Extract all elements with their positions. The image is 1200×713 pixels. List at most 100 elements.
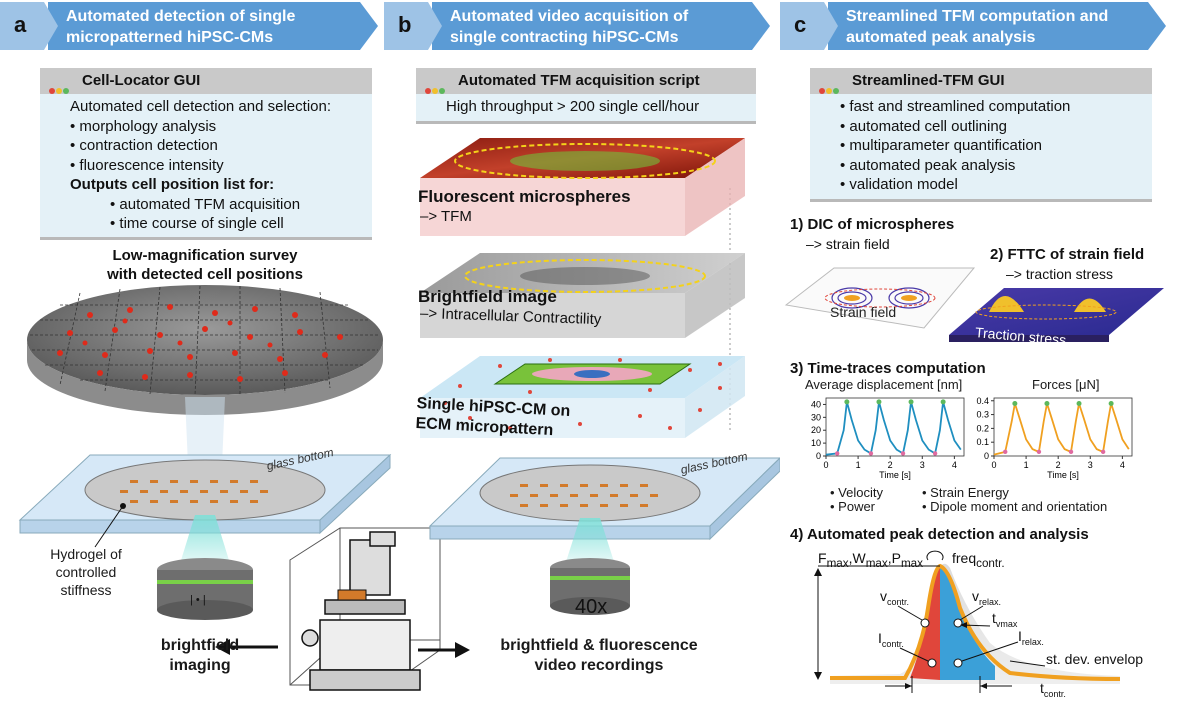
survey-heading-line2: with detected cell positions (107, 266, 303, 283)
recordings-line: brightfield & fluorescence (500, 637, 698, 654)
fluorescent-sub: –> TFM (420, 208, 472, 225)
v-relax-label: vrelax. (972, 588, 1001, 607)
cell-locator-title-bar: Cell-Locator GUI (40, 68, 372, 94)
i-relax-label: Irelax. (1018, 628, 1044, 647)
x-axis-label: Time [s] (879, 470, 911, 480)
freq-text: freq (952, 550, 977, 566)
tfm-acquisition-title-bar: Automated TFM acquisition script (416, 68, 756, 94)
onset-point (1003, 449, 1008, 455)
cell-locator-line: • fluorescence intensity (70, 156, 224, 174)
survey-heading-line1: Low-magnification survey (112, 247, 298, 264)
brightfield-imaging-label: brightfield imaging (140, 636, 260, 676)
x-tick-label: 1 (856, 460, 861, 470)
detected-cells (57, 304, 343, 382)
x-tick-label: 3 (920, 460, 925, 470)
hydrogel-label-line: controlled (55, 564, 117, 580)
onset-point (900, 451, 906, 456)
output-item: • Velocity (830, 485, 883, 500)
microscope-illustration (289, 527, 441, 691)
panel-a-banner: a Automated detection of single micropat… (0, 0, 380, 52)
x-tick-label: 0 (991, 460, 996, 470)
relaxation-area (940, 568, 995, 680)
panel-b-banner-line1: Automated video acquisition of (450, 8, 689, 25)
y-tick-label: 10 (811, 438, 821, 448)
strain-traction-illustration (784, 267, 1164, 342)
streamlined-tfm-gui: Streamlined-TFM GUI • fast and streamlin… (810, 68, 1152, 202)
microspheres (443, 358, 722, 430)
outputs-list-left: • Velocity • Power (830, 486, 883, 514)
y-tick-label: 30 (811, 412, 821, 422)
peak-point (876, 399, 882, 405)
streamlined-line: • automated peak analysis (840, 156, 1016, 174)
cell-locator-line: Automated cell detection and selection: (70, 98, 331, 115)
step3-heading: 3) Time-traces computation (790, 360, 986, 377)
x-tick-label: 2 (1056, 460, 1061, 470)
fluorescent-label: Fluorescent microspheres (418, 187, 631, 206)
chart1-title: Average displacement [nm] (805, 377, 963, 392)
y-tick-label: 0 (984, 451, 989, 461)
t-contr-sub: contr. (1043, 688, 1066, 699)
throughput-line: High throughput > 200 single cell/hour (446, 98, 700, 115)
outputs-list-right: • Strain Energy • Dipole moment and orie… (922, 486, 1107, 514)
hydrogel-label: Hydrogel of controlled stiffness (40, 545, 132, 599)
step4-heading: 4) Automated peak detection and analysis (790, 526, 1089, 543)
i-contr-label: Icontr. (878, 630, 904, 649)
outputs-item: • time course of single cell (110, 215, 284, 232)
brightfield-label: Brightfield image (418, 287, 557, 306)
f-max-label: F (818, 550, 827, 566)
cell-locator-line: • morphology analysis (70, 117, 217, 135)
plot-frame (993, 397, 1133, 457)
x-tick-label: 4 (1120, 460, 1125, 470)
i-contr-text: I (878, 630, 882, 646)
y-tick-label: 0 (816, 451, 821, 461)
objective-40x-label: 40x (575, 596, 608, 618)
freq-label: freqcontr. (952, 550, 1005, 570)
tfm-acquisition-title: Automated TFM acquisition script (458, 72, 700, 89)
recordings-line: video recordings (534, 657, 664, 674)
i-relax-text: I (1018, 628, 1022, 644)
strain-field-label: Strain field (830, 304, 897, 320)
panel-a-letter: a (14, 12, 27, 37)
peak-point (1044, 401, 1050, 407)
fwp-label: Fmax,Wmax,Pmax (818, 550, 923, 570)
window-dots-icon (425, 77, 446, 103)
hydrogel-label-line: Hydrogel of (50, 546, 122, 562)
peak-point (844, 399, 850, 405)
y-tick-label: 20 (811, 425, 821, 435)
y-tick-label: 0.4 (976, 396, 989, 406)
x-tick-label: 1 (1024, 460, 1029, 470)
panel-c-banner-line1: Streamlined TFM computation and (846, 8, 1109, 25)
strain-field-panel (784, 267, 976, 329)
svg-text:| • |: | • | (190, 594, 206, 606)
x-tick-label: 3 (1088, 460, 1093, 470)
streamlined-line: • validation model (840, 176, 958, 193)
peak-point (908, 399, 914, 405)
streamlined-line: • automated cell outlining (840, 117, 1008, 135)
plot-frame (825, 397, 965, 457)
t-vmax-label: tvmax (992, 610, 1017, 629)
onset-point (868, 451, 874, 456)
t-vmax-text: t (992, 610, 996, 626)
step2-heading: 2) FTTC of strain field (990, 246, 1145, 263)
cell-locator-title: Cell-Locator GUI (82, 72, 201, 89)
streamlined-tfm-title: Streamlined-TFM GUI (852, 72, 1005, 89)
brightfield-imaging-line: imaging (169, 657, 231, 674)
survey-disc (27, 285, 383, 395)
x-tick-label: 0 (823, 460, 828, 470)
streamlined-tfm-title-bar: Streamlined-TFM GUI (810, 68, 1152, 94)
light-beam (178, 515, 232, 570)
onset-point (1036, 449, 1042, 455)
y-tick-label: 0.1 (976, 437, 989, 447)
brightfield-imaging-line: brightfield (160, 637, 240, 654)
panel-b-banner-line2: single contracting hiPSC-CMs (450, 29, 679, 46)
v-contr-label: vcontr. (880, 588, 909, 607)
panel-a-banner-line1: Automated detection of single (66, 8, 296, 25)
i-relax-sub: relax. (1021, 636, 1044, 647)
contraction-area (910, 568, 940, 680)
survey-heading: Low-magnification survey with detected c… (40, 246, 370, 284)
x-tick-label: 4 (952, 460, 957, 470)
f-max-sub: max (826, 556, 849, 570)
step1-heading: 1) DIC of microspheres (790, 216, 955, 233)
recordings-label: brightfield & fluorescence video recordi… (484, 636, 714, 676)
